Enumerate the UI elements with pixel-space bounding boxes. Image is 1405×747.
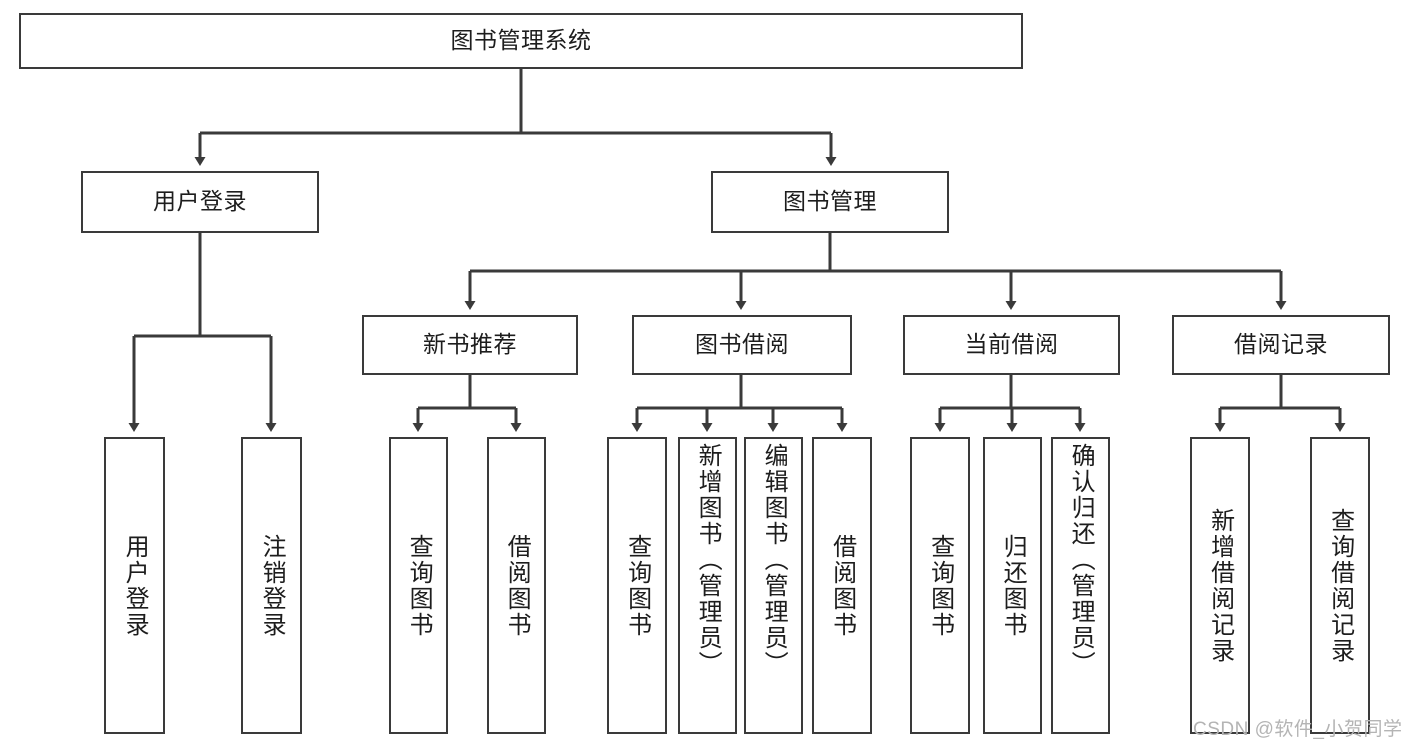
node-borrow-record-label: 借阅记录: [1234, 331, 1328, 358]
node-user-login[interactable]: 用户登录: [81, 171, 319, 233]
leaf-borrow-book-rec-label: 借阅图书: [503, 533, 531, 638]
leaf-confirm-return-label: 确认归还（管理员）: [1067, 443, 1095, 677]
node-book-borrow[interactable]: 图书借阅: [632, 315, 852, 375]
leaf-query-book-rec[interactable]: 查询图书: [389, 437, 448, 734]
leaf-query-record[interactable]: 查询借阅记录: [1310, 437, 1370, 734]
node-book-manage-label: 图书管理: [783, 188, 877, 215]
leaf-query-book-cb-label: 查询图书: [926, 533, 954, 638]
node-root-label: 图书管理系统: [450, 27, 592, 54]
leaf-return-book-label: 归还图书: [999, 533, 1027, 638]
leaf-query-book-br[interactable]: 查询图书: [607, 437, 667, 734]
node-new-book-rec[interactable]: 新书推荐: [362, 315, 578, 375]
leaf-add-record-label: 新增借阅记录: [1206, 507, 1234, 664]
leaf-borrow-book-br[interactable]: 借阅图书: [812, 437, 872, 734]
leaf-borrow-book-br-label: 借阅图书: [828, 533, 856, 638]
node-current-borrow-label: 当前借阅: [964, 331, 1059, 358]
leaf-query-book-br-label: 查询图书: [623, 533, 651, 638]
leaf-query-book-rec-label: 查询图书: [405, 533, 433, 638]
leaf-edit-book-label: 编辑图书（管理员）: [760, 443, 788, 677]
leaf-user-login-label: 用户登录: [121, 533, 149, 638]
leaf-user-login[interactable]: 用户登录: [104, 437, 165, 734]
leaf-logout-label: 注销登录: [258, 533, 286, 638]
node-book-manage[interactable]: 图书管理: [711, 171, 949, 233]
leaf-query-book-cb[interactable]: 查询图书: [910, 437, 970, 734]
csdn-watermark: CSDN @软件_小贺同学: [1193, 719, 1403, 740]
leaf-borrow-book-rec[interactable]: 借阅图书: [487, 437, 546, 734]
leaf-query-record-label: 查询借阅记录: [1326, 507, 1354, 664]
node-borrow-record[interactable]: 借阅记录: [1172, 315, 1390, 375]
node-new-book-rec-label: 新书推荐: [423, 331, 517, 358]
leaf-return-book[interactable]: 归还图书: [983, 437, 1042, 734]
leaf-add-book[interactable]: 新增图书（管理员）: [678, 437, 737, 734]
leaf-add-record[interactable]: 新增借阅记录: [1190, 437, 1250, 734]
leaf-confirm-return[interactable]: 确认归还（管理员）: [1051, 437, 1110, 734]
leaf-logout[interactable]: 注销登录: [241, 437, 302, 734]
leaf-edit-book[interactable]: 编辑图书（管理员）: [744, 437, 803, 734]
node-root[interactable]: 图书管理系统: [19, 13, 1023, 69]
leaf-add-book-label: 新增图书（管理员）: [694, 443, 722, 677]
node-user-login-label: 用户登录: [153, 188, 247, 215]
node-book-borrow-label: 图书借阅: [695, 331, 789, 358]
node-current-borrow[interactable]: 当前借阅: [903, 315, 1120, 375]
